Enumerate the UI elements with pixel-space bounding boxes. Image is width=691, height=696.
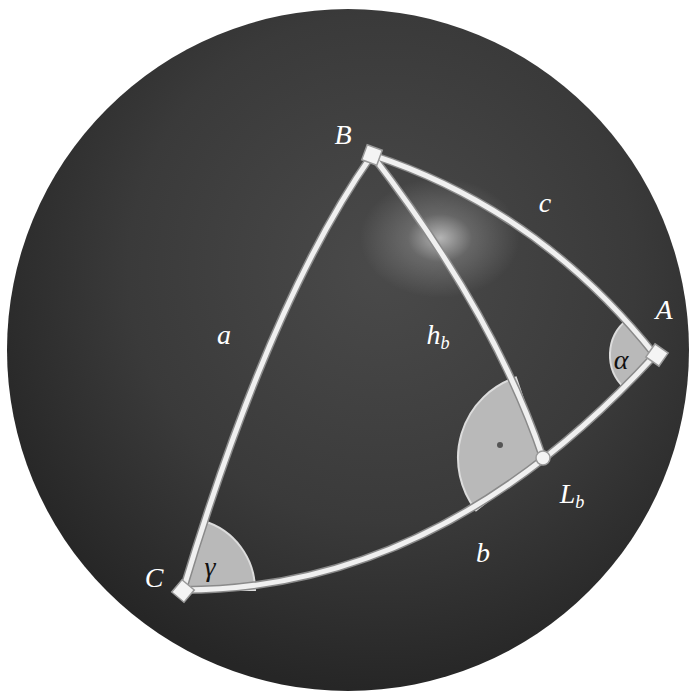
vertex-markers (172, 145, 668, 603)
arcs (183, 155, 655, 590)
arc-altitude (372, 155, 543, 458)
arc-a (183, 155, 372, 590)
side-label: a (217, 321, 231, 349)
sphere-highlight (360, 178, 520, 298)
side-label: b (476, 539, 490, 567)
vertex-label: B (334, 121, 351, 149)
arc-b (183, 355, 655, 590)
foot-point (536, 451, 550, 465)
vertex-label: C (145, 564, 164, 592)
vertex-marker (362, 145, 383, 166)
altitude-label: hb (426, 321, 449, 349)
sphere (7, 9, 689, 691)
vertex-marker (172, 580, 195, 603)
angle-label: γ (204, 553, 215, 581)
point-label: Lb (560, 480, 585, 508)
angle-label: α (614, 346, 629, 374)
right-angle-dot (497, 442, 503, 448)
angle-markers (183, 320, 655, 590)
arc-c (372, 155, 655, 355)
vertex-label: A (655, 296, 672, 324)
side-label: c (539, 189, 551, 217)
vertex-marker (646, 344, 668, 366)
